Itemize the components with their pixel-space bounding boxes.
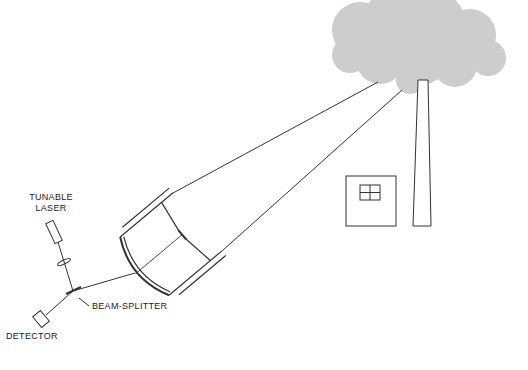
part-label: TUNABLE LASER <box>22 192 80 214</box>
telescope <box>107 188 226 307</box>
house <box>346 176 396 226</box>
part-label: DETECTOR <box>6 331 76 342</box>
beam-lines <box>173 82 402 251</box>
part-label: BEAM-SPLITTER <box>91 301 183 312</box>
smokestack <box>413 80 431 226</box>
